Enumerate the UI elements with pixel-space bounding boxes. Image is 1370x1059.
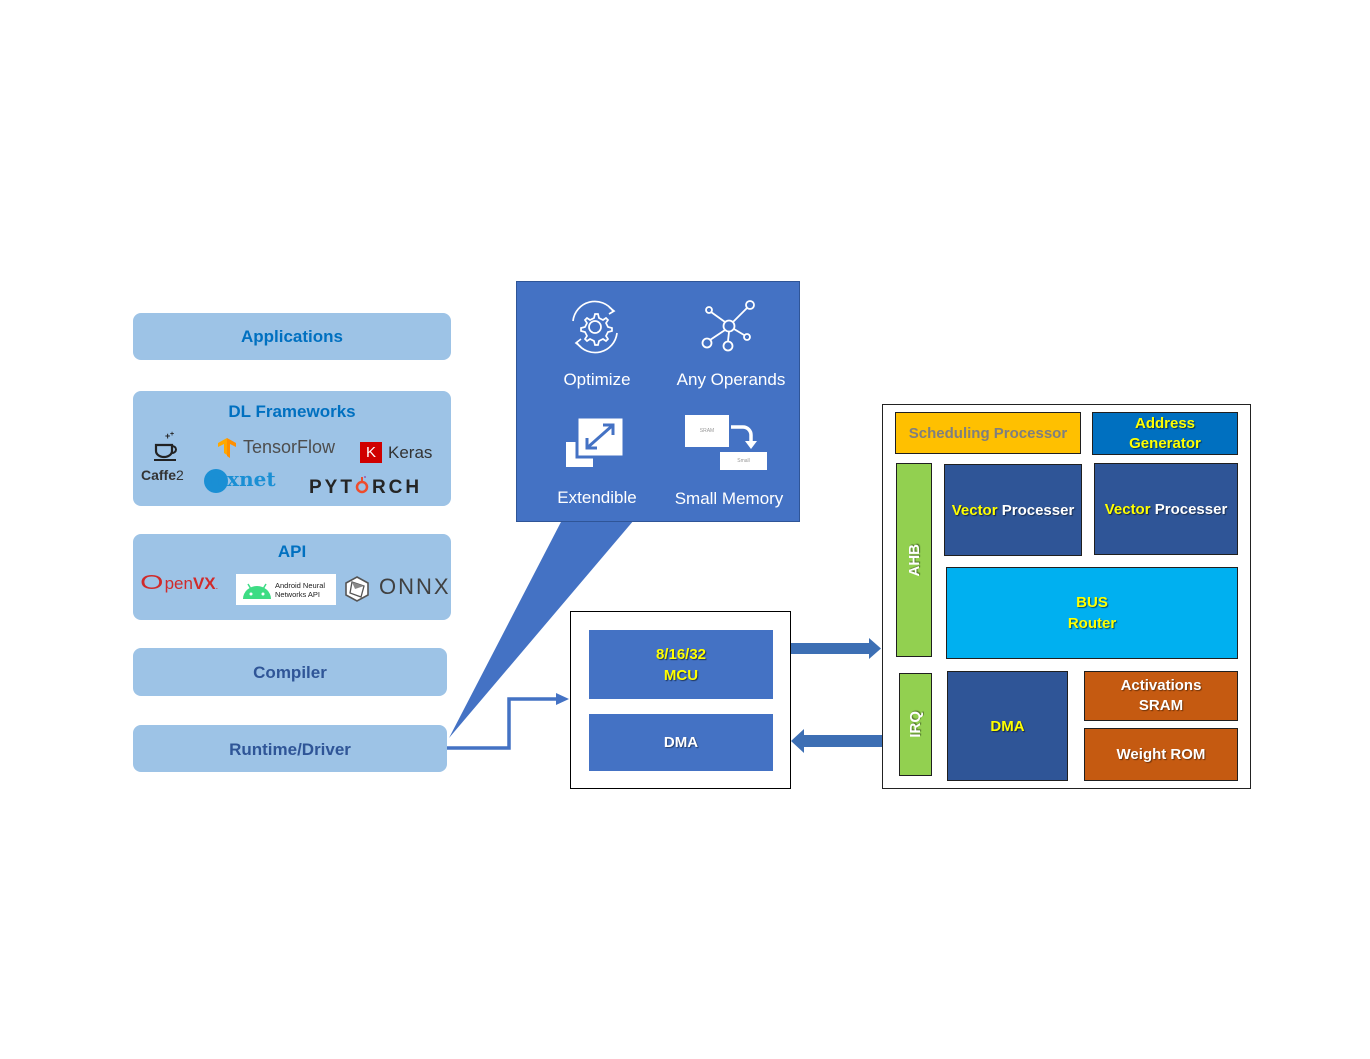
layer-api-label: API [277, 542, 307, 561]
small-block: Small [720, 452, 767, 470]
accelerator-unit: Scheduling Processor Address Generator A… [882, 404, 1251, 789]
mcu-to-accel-arrow-shaft [790, 643, 870, 654]
layer-compiler-label: Compiler [253, 663, 327, 682]
runtime-to-mcu-arrowhead [556, 693, 569, 705]
pytorch-label-right: RCH [371, 477, 423, 498]
tensorflow-label: TensorFlow [243, 437, 336, 457]
keras-label: Keras [388, 443, 433, 462]
bus-router-block: BUS Router [946, 567, 1238, 659]
openvx-tm: . [215, 581, 219, 591]
layer-runtime-driver: Runtime/Driver [133, 725, 447, 772]
pytorch-flame-icon [355, 476, 369, 494]
openvx-logo: OpenVX. [140, 572, 219, 595]
ahb-bus-block: AHB [896, 463, 932, 657]
layer-applications: Applications [133, 313, 451, 360]
accel-to-mcu-arrowhead [791, 729, 804, 753]
caffe2-label: Caffe [141, 467, 177, 483]
feature-any-operands-label: Any Operands [676, 370, 786, 389]
sram-label: SRAM [699, 428, 715, 434]
memory-shrink-icon: SRAM Small [684, 414, 768, 470]
features-callout: Optimize Any Operands Extendible [516, 281, 800, 522]
bus-router-line2: Router [1067, 615, 1117, 632]
mcu-block: 8/16/32 MCU [589, 630, 773, 699]
openvx-o: O [140, 572, 164, 594]
accelerator-dma-block: DMA [947, 671, 1068, 781]
pytorch-label-left: PYT [309, 477, 355, 498]
address-generator-line1: Address [1134, 414, 1196, 432]
runtime-to-mcu-connector [447, 697, 558, 750]
android-nnapi-line1: Android Neural [275, 581, 326, 590]
vector-processor-1-word1: Vector [951, 501, 998, 519]
accelerator-dma-label: DMA [990, 717, 1025, 735]
android-nnapi-logo: Android Neural Networks API [236, 574, 336, 605]
openvx-vx: VX [192, 574, 216, 593]
vector-processor-1-block: Vector Processer [944, 464, 1082, 556]
svg-text:+: + [165, 431, 170, 441]
android-icon [243, 583, 271, 599]
address-generator-block: Address Generator [1092, 412, 1238, 455]
pytorch-logo: PYT RCH [309, 475, 422, 499]
accel-to-mcu-arrow-shaft [803, 735, 882, 747]
mxnet-label: mxnet [206, 467, 276, 491]
expand-icon [566, 415, 626, 467]
shrink-arrow-icon [731, 425, 757, 449]
mcu-to-accel-arrowhead [869, 638, 881, 659]
layer-applications-label: Applications [240, 327, 343, 346]
android-nnapi-line2: Networks API [275, 590, 321, 599]
caffe2-suffix: 2 [176, 467, 184, 483]
feature-small-memory-label: Small Memory [674, 489, 784, 508]
mcu-line2: MCU [663, 666, 699, 684]
mcu-unit: 8/16/32 MCU DMA [570, 611, 791, 789]
layer-runtime-driver-label: Runtime/Driver [229, 740, 351, 759]
irq-block: IRQ [899, 673, 932, 776]
layer-dl-frameworks-label: DL Frameworks [228, 402, 356, 421]
gear-cycle-icon [572, 300, 618, 354]
layer-compiler: Compiler [133, 648, 447, 696]
mcu-line1: 8/16/32 [655, 645, 707, 663]
small-label: Small [737, 458, 750, 464]
activations-sram-line2: SRAM [1138, 697, 1184, 714]
ahb-label: AHB [905, 543, 923, 577]
bus-router-line1: BUS [1076, 594, 1108, 611]
mcu-dma-label: DMA [663, 734, 699, 751]
layer-dl-frameworks: DL Frameworks + + Caffe2 TensorFlow K Ke… [133, 391, 451, 506]
vector-processor-2-word2: Processer [1154, 500, 1228, 518]
vector-processor-2-word1: Vector [1104, 500, 1151, 518]
activations-sram-line1: Activations [1120, 677, 1202, 694]
irq-label: IRQ [907, 711, 924, 738]
mxnet-circle-icon [204, 469, 228, 493]
weight-rom-block: Weight ROM [1084, 728, 1238, 781]
vector-processor-2-block: Vector Processer [1094, 463, 1238, 555]
coffee-cup-icon: + + [154, 431, 177, 461]
vector-processor-1-word2: Processer [1001, 501, 1075, 519]
mcu-dma-block: DMA [589, 714, 773, 771]
feature-extendible-label: Extendible [557, 488, 637, 507]
openvx-pen: pen [164, 574, 193, 593]
address-generator-line2: Generator [1129, 434, 1201, 452]
sram-block: SRAM [685, 415, 729, 447]
weight-rom-label: Weight ROM [1116, 746, 1206, 763]
scheduling-processor-label: Scheduling Processor [908, 424, 1068, 442]
onnx-label: ONNX [379, 574, 451, 599]
network-nodes-icon [701, 300, 755, 352]
feature-optimize-label: Optimize [563, 370, 631, 389]
scheduling-processor-block: Scheduling Processor [895, 412, 1081, 454]
tensorflow-icon [218, 438, 236, 458]
activations-sram-block: Activations SRAM [1084, 671, 1238, 721]
onnx-icon [345, 576, 369, 602]
svg-text:+: + [170, 431, 174, 438]
layer-api: API OpenVX. Android Neural Networks API … [133, 534, 451, 620]
keras-badge: K [360, 442, 382, 463]
caffe2-logo: + + Caffe2 [141, 431, 191, 486]
